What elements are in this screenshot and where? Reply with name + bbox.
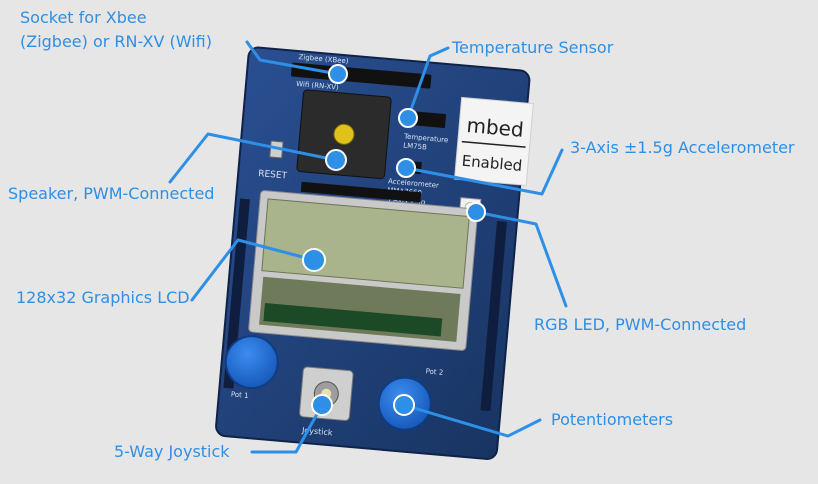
leader-temperature (406, 46, 450, 120)
temperature-sensor-chip: Temperature LM75B (403, 110, 449, 152)
callout-dots (302, 64, 486, 416)
svg-text:RESET: RESET (258, 169, 288, 182)
label-xbee-socket: Socket for Xbee (Zigbee) or RN-XV (Wifi) (20, 6, 212, 54)
leader-potentiometers (402, 403, 542, 438)
leader-accelerometer (404, 148, 564, 196)
dot-joystick (311, 394, 333, 416)
dot-speaker (325, 149, 347, 171)
dot-lcd (302, 248, 326, 272)
label-lcd: 128x32 Graphics LCD (16, 288, 190, 307)
svg-text:Pot 2: Pot 2 (425, 367, 443, 377)
label-speaker: Speaker, PWM-Connected (8, 184, 215, 203)
svg-text:LM75B: LM75B (403, 142, 427, 152)
leader-speaker (168, 132, 338, 184)
right-pin-header (480, 220, 507, 412)
dot-temperature (398, 108, 418, 128)
leader-lcd (190, 238, 316, 302)
dot-rgb (466, 202, 486, 222)
svg-text:Joystick: Joystick (301, 426, 334, 438)
upper-header-strip (300, 181, 422, 203)
pcb-board: mbed Enabled Zigbee (XBee) Wifi (RN-XV) … (215, 46, 534, 460)
label-xbee-socket-line2: (Zigbee) or RN-XV (Wifi) (20, 32, 212, 51)
logo-text-enabled: Enabled (461, 152, 523, 175)
label-accelerometer: 3-Axis ±1.5g Accelerometer (570, 138, 795, 157)
potentiometer-1: Pot 1 (224, 335, 279, 400)
svg-text:Temperature: Temperature (403, 132, 449, 144)
dot-potentiometers (393, 394, 415, 416)
label-xbee-socket-line1: Socket for Xbee (20, 8, 147, 27)
label-temperature-sensor: Temperature Sensor (452, 38, 614, 57)
label-potentiometers: Potentiometers (551, 410, 674, 429)
svg-text:Wifi (RN-XV): Wifi (RN-XV) (296, 80, 339, 92)
dot-accelerometer (396, 158, 416, 178)
leader-rgb (474, 210, 568, 308)
leader-socket (245, 40, 340, 76)
lcd-module (248, 190, 479, 351)
mbed-enabled-logo: mbed Enabled (453, 96, 534, 186)
label-joystick: 5-Way Joystick (114, 442, 230, 461)
label-rgb-led: RGB LED, PWM-Connected (534, 315, 747, 334)
logo-text-mbed: mbed (466, 113, 525, 142)
callout-lines (168, 40, 568, 454)
dot-socket (328, 64, 348, 84)
leader-joystick (250, 403, 324, 454)
left-pin-header (223, 198, 250, 389)
svg-text:Pot 1: Pot 1 (231, 390, 249, 400)
